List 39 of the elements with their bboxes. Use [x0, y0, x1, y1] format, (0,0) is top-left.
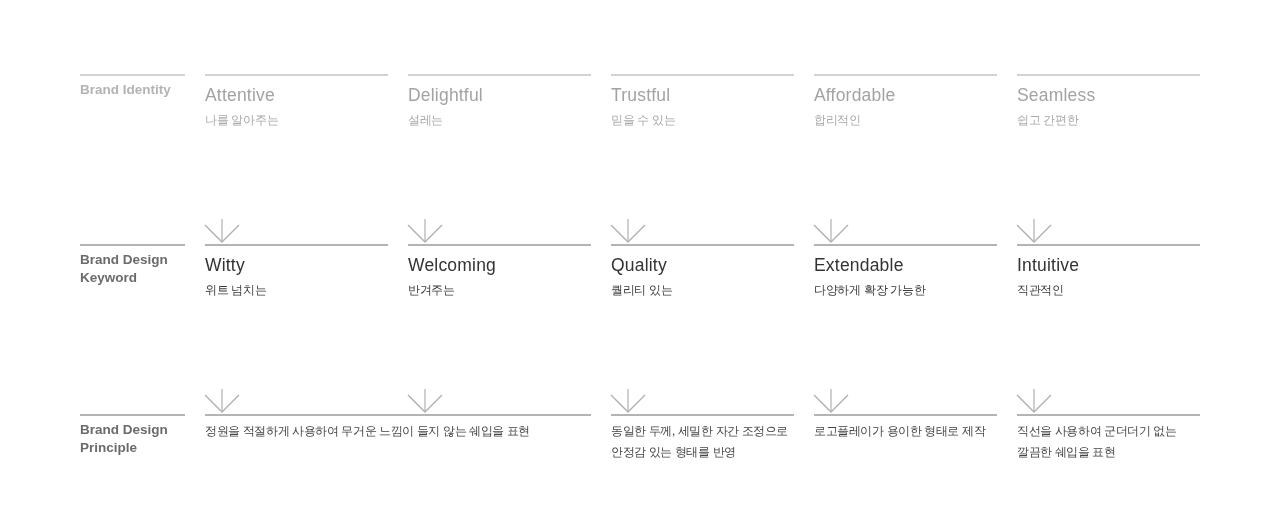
- keyword-subtitle: 쉽고 간편한: [1017, 112, 1080, 129]
- chevron-arrow: [407, 218, 443, 243]
- keyword-title: Witty: [205, 254, 246, 276]
- keyword-title: Seamless: [1017, 84, 1097, 106]
- keyword-title: Attentive: [205, 84, 276, 106]
- chevron-arrow: [204, 388, 240, 413]
- keyword-title: Trustful: [611, 84, 672, 106]
- row-heading: Brand Design Keyword: [80, 251, 169, 287]
- keyword-subtitle: 나를 알아주는: [205, 112, 280, 129]
- chevron-arrow: [813, 218, 849, 243]
- keyword-title: Delightful: [408, 84, 484, 106]
- principle-text: 로고플레이가 용이한 형태로 제작: [814, 423, 987, 440]
- keyword-subtitle: 위트 넘치는: [205, 282, 268, 299]
- keyword-title: Quality: [611, 254, 668, 276]
- row-heading: Brand Identity: [80, 81, 172, 99]
- keyword-subtitle: 설레는: [408, 112, 445, 129]
- row-header: [80, 244, 185, 288]
- principle-text: 동일한 두께, 세밀한 자간 조정으로 안정감 있는 형태를 반영: [611, 423, 790, 461]
- keyword-title: Welcoming: [408, 254, 498, 276]
- principle-text: 직선을 사용하여 군더더기 없는 깔끔한 쉐입을 표현: [1017, 423, 1178, 461]
- keyword-title: Affordable: [814, 84, 897, 106]
- keyword-subtitle: 다양하게 확장 가능한: [814, 282, 927, 299]
- chevron-arrow: [407, 388, 443, 413]
- row-header: [80, 414, 185, 458]
- chevron-arrow: [610, 388, 646, 413]
- keyword-subtitle: 믿을 수 있는: [611, 112, 677, 129]
- chevron-arrow: [610, 218, 646, 243]
- chevron-arrow: [204, 218, 240, 243]
- keyword-subtitle: 반겨주는: [408, 282, 456, 299]
- keyword-subtitle: 직관적인: [1017, 282, 1065, 299]
- row-heading: Brand Design Principle: [80, 421, 169, 457]
- keyword-subtitle: 퀄리티 있는: [611, 282, 674, 299]
- keyword-title: Extendable: [814, 254, 905, 276]
- keyword-title: Intuitive: [1017, 254, 1081, 276]
- keyword-subtitle: 합리적인: [814, 112, 862, 129]
- chevron-arrow: [1016, 218, 1052, 243]
- chevron-arrow: [813, 388, 849, 413]
- chevron-arrow: [1016, 388, 1052, 413]
- principle-text: 정원을 적절하게 사용하여 무거운 느낌이 들지 않는 쉐입을 표현: [205, 423, 532, 440]
